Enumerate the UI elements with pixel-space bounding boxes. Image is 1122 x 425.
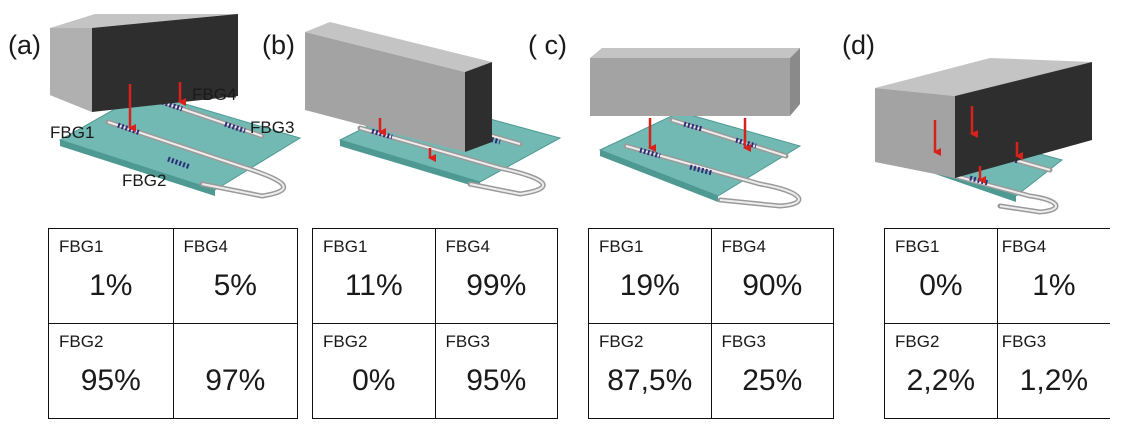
cell-label: FBG3 <box>445 332 490 351</box>
cell-value: 87,5% <box>607 364 693 397</box>
cell-value: 95% <box>466 364 527 397</box>
cell-value: 1% <box>1032 269 1076 302</box>
cell-label: FBG2 <box>895 332 940 351</box>
grating-table-c: FBG1 19% FBG4 90% FBG2 87,5% FBG3 25% <box>588 228 834 419</box>
grating-table-d: FBG1 0% FBG4 1% FBG2 2,2% FBG3 1,2% <box>884 228 1110 419</box>
cell-label: FBG3 <box>721 332 766 351</box>
cell-label: FBG1 <box>323 237 368 256</box>
force-arrows <box>378 118 436 162</box>
cell-value: 19% <box>619 269 680 302</box>
panel-label-a: (a) <box>8 30 41 60</box>
table-cell: FBG2 0% <box>312 323 436 419</box>
cell-value: 1% <box>89 269 133 302</box>
table-cell: 97% <box>172 323 298 419</box>
table-cell: FBG2 95% <box>48 323 174 419</box>
cell-label: FBG3 <box>1001 332 1047 351</box>
cell-label: FBG2 <box>59 332 104 351</box>
table-cell: FBG4 1% <box>996 228 1110 324</box>
load-block <box>305 22 492 152</box>
table-cell: FBG2 87,5% <box>588 323 712 419</box>
table-cell: FBG3 25% <box>710 323 834 419</box>
cell-label: FBG1 <box>599 237 644 256</box>
table-cell: FBG1 0% <box>884 228 998 324</box>
fiber-gratings <box>371 128 501 145</box>
table-cell: FBG3 95% <box>434 323 558 419</box>
fiber-gratings <box>117 99 246 170</box>
cell-value: 2,2% <box>906 364 976 397</box>
table-cell: FBG3 1,2% <box>996 323 1110 419</box>
scene-a: FBG1 FBG2 FBG3 FBG4 <box>50 14 302 199</box>
load-block <box>590 48 800 116</box>
cell-label: FBG1 <box>59 237 104 256</box>
scene-c <box>590 48 802 209</box>
fiber-gratings <box>639 121 757 176</box>
fbg3-label: FBG3 <box>250 118 294 137</box>
scene-b <box>305 22 562 197</box>
sensor-plate-edge <box>340 140 480 188</box>
sensor-plate-edge <box>60 140 215 196</box>
load-block <box>50 14 238 112</box>
table-cell: FBG4 99% <box>434 228 558 324</box>
cell-label: FBG4 <box>721 237 766 256</box>
sensor-plate-edge <box>600 150 718 202</box>
cell-value: 25% <box>742 364 803 397</box>
cell-value: 99% <box>466 269 527 302</box>
table-cell: FBG4 5% <box>172 228 298 324</box>
cell-value: 5% <box>213 269 257 302</box>
cell-label: FBG4 <box>1001 237 1047 256</box>
cell-label: FBG1 <box>895 237 940 256</box>
cell-value: 0% <box>919 269 963 302</box>
load-block <box>875 58 1092 178</box>
cell-label: FBG2 <box>323 332 368 351</box>
force-arrows <box>933 106 1023 184</box>
table-cell: FBG1 19% <box>588 228 712 324</box>
table-cell: FBG1 1% <box>48 228 174 324</box>
cell-value: 1,2% <box>1019 364 1089 397</box>
cell-value: 97% <box>205 364 266 397</box>
cell-value: 95% <box>80 364 141 397</box>
panel-label-b: (b) <box>262 30 295 60</box>
cell-value: 0% <box>352 364 396 397</box>
force-arrows <box>128 82 186 132</box>
grating-table-b: FBG1 11% FBG4 99% FBG2 0% FBG3 95% <box>312 228 558 419</box>
panel-label-d: (d) <box>842 30 875 60</box>
cell-value: 11% <box>344 269 403 302</box>
cell-label: FBG4 <box>445 237 490 256</box>
table-cell: FBG2 2,2% <box>884 323 998 419</box>
fbg4-label: FBG4 <box>192 85 236 104</box>
scene-d <box>875 58 1092 215</box>
cell-value: 90% <box>742 269 803 302</box>
optical-fiber-core <box>107 97 285 198</box>
optical-fiber-core <box>625 119 800 208</box>
cell-label: FBG4 <box>183 237 228 256</box>
fbg1-label: FBG1 <box>50 123 94 142</box>
grating-table-a: FBG1 1% FBG4 5% FBG2 95% 97% <box>48 228 298 419</box>
table-cell: FBG4 90% <box>710 228 834 324</box>
table-cell: FBG1 11% <box>312 228 436 324</box>
force-arrows <box>648 118 751 152</box>
fbg2-label: FBG2 <box>122 171 166 190</box>
sensor-illustrations: FBG1 FBG2 FBG3 FBG4 <box>50 14 1092 215</box>
panel-label-c: ( c) <box>528 30 567 60</box>
sensor-plate <box>598 111 802 197</box>
cell-label: FBG2 <box>599 332 644 351</box>
